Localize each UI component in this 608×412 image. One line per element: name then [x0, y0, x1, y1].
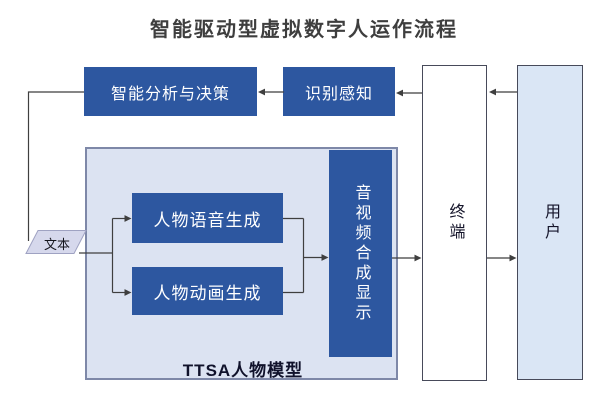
edge-analysis-to-text-input — [27, 91, 84, 241]
node-analysis-label: 智能分析与决策 — [110, 85, 230, 103]
edge-perception-to-analysis — [258, 88, 284, 96]
node-animation-generation: 人物动画生成 — [132, 267, 283, 315]
node-voice-generation: 人物语音生成 — [132, 193, 283, 243]
node-user-label: 用户 — [542, 202, 559, 243]
edge-user-to-terminal — [489, 88, 517, 96]
node-voice-generation-label: 人物语音生成 — [153, 210, 262, 230]
node-av-synthesis-display: 音视频合成显示 — [329, 150, 392, 357]
node-terminal-label: 终端 — [446, 203, 464, 243]
node-user: 用户 — [517, 65, 583, 380]
node-perception: 识别感知 — [283, 67, 395, 116]
text-input-label: 文本 — [43, 237, 70, 252]
node-av-synthesis-display-label: 音视频合成显示 — [352, 183, 370, 324]
edge-terminal-to-user — [487, 254, 517, 262]
node-animation-generation-label: 人物动画生成 — [153, 283, 262, 303]
diagram-title: 智能驱动型虚拟数字人运作流程 — [150, 19, 458, 41]
node-terminal: 终端 — [422, 65, 487, 381]
node-perception-label: 识别感知 — [304, 85, 373, 103]
node-analysis: 智能分析与决策 — [84, 67, 257, 116]
ttsa-model-title: TTSA人物模型 — [182, 361, 304, 380]
edge-terminal-to-perception — [396, 89, 422, 97]
